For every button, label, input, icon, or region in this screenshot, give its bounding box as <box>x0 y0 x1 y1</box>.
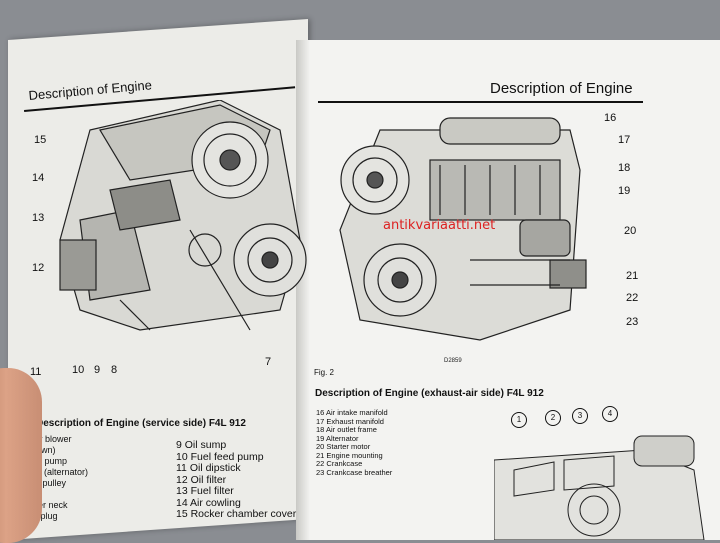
list-item: pulley (alternator) <box>18 467 89 477</box>
engine-exhaust-side-drawing <box>339 117 587 341</box>
figure-label: Fig. 2 <box>314 368 335 377</box>
list-item: 21 Engine mounting <box>316 450 383 460</box>
watermark-text: antikvariaatti.net <box>383 218 496 233</box>
left-callout-12: 12 <box>32 262 45 274</box>
callout-circle-1: 1 <box>511 412 527 428</box>
left-callout-13: 13 <box>32 212 45 224</box>
callout-circle-3: 3 <box>572 408 588 424</box>
list-item: 10 Fuel feed pump <box>176 450 264 463</box>
right-callout-21: 21 <box>626 270 639 282</box>
thumb <box>0 368 42 543</box>
list-item: 20 Starter motor <box>316 442 371 451</box>
engine-service-side-drawing <box>59 100 307 331</box>
list-item: 15 Rocker chamber cover <box>176 508 297 520</box>
list-item: 23 Crankcase breather <box>316 467 393 477</box>
left-callout-11: 11 <box>30 366 42 378</box>
left-callout-8: 8 <box>111 364 118 376</box>
right-callout-20: 20 <box>624 225 637 237</box>
right-callout-16: 16 <box>604 112 617 124</box>
list-item: 18 Air outlet frame <box>316 425 377 434</box>
right-callout-18: 18 <box>618 162 631 174</box>
right-callout-22: 22 <box>626 292 639 304</box>
list-item: 22 Crankcase <box>316 459 363 468</box>
list-item: 14 Air cowling <box>176 496 241 509</box>
list-item: 13 Fuel filter <box>176 485 234 497</box>
list-item: 19 Alternator <box>316 433 359 443</box>
left-callout-7: 7 <box>265 356 272 368</box>
list-item: 11 Oil dipstick <box>176 462 241 474</box>
list-item: ing air blower <box>18 434 72 444</box>
engine-top-view-drawing <box>494 435 705 540</box>
right-parts-list: 16 Air intake manifold 17 Exhaust manifo… <box>316 408 393 477</box>
right-callout-17: 17 <box>618 134 631 146</box>
left-parts-list-2: 9 Oil sump 10 Fuel feed pump 11 Oil dips… <box>176 439 297 521</box>
right-section-title: Description of Engine (exhaust-air side)… <box>315 388 544 399</box>
book-gutter <box>296 40 310 540</box>
list-item: 9 Oil sump <box>176 439 227 451</box>
left-callout-10: 10 <box>72 364 85 376</box>
drawing-code: D2859 <box>444 358 462 364</box>
right-page-header: Description of Engine <box>490 80 633 97</box>
left-section-title: Description of Engine (service side) F4L… <box>36 418 246 429</box>
list-item: 16 Air intake manifold <box>316 408 388 417</box>
left-callout-15: 15 <box>34 134 47 146</box>
left-callout-9: 9 <box>94 364 101 376</box>
list-item: oil filler neck <box>18 500 68 510</box>
list-item: ection pump <box>18 456 68 466</box>
right-callout-23: 23 <box>626 316 639 328</box>
callout-circle-2: 2 <box>545 410 561 426</box>
list-item: n belt pulley <box>18 478 67 488</box>
callout-circle-4: 4 <box>602 406 618 422</box>
right-callout-19: 19 <box>618 185 631 197</box>
right-header-rule <box>318 101 643 103</box>
list-item: 12 Oil filter <box>176 473 227 486</box>
list-item: 17 Exhaust manifold <box>316 416 384 426</box>
left-callout-14: 14 <box>32 172 45 184</box>
